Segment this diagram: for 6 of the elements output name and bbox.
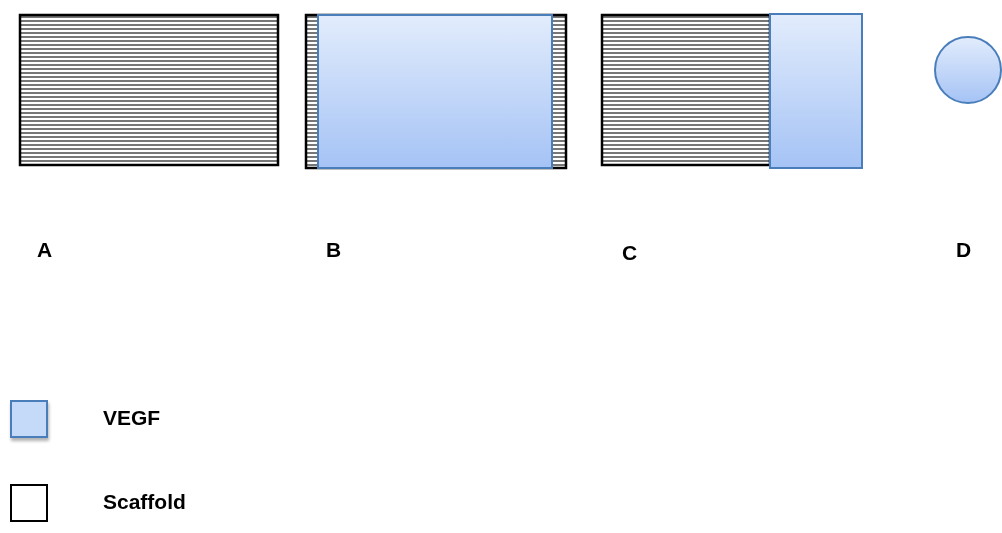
legend-label: Scaffold — [103, 490, 186, 514]
panel-label: A — [37, 238, 53, 262]
panel-label: B — [326, 238, 342, 262]
legend-label: VEGF — [103, 406, 161, 430]
panel-label: C — [622, 241, 638, 265]
panel-label: D — [956, 238, 972, 262]
